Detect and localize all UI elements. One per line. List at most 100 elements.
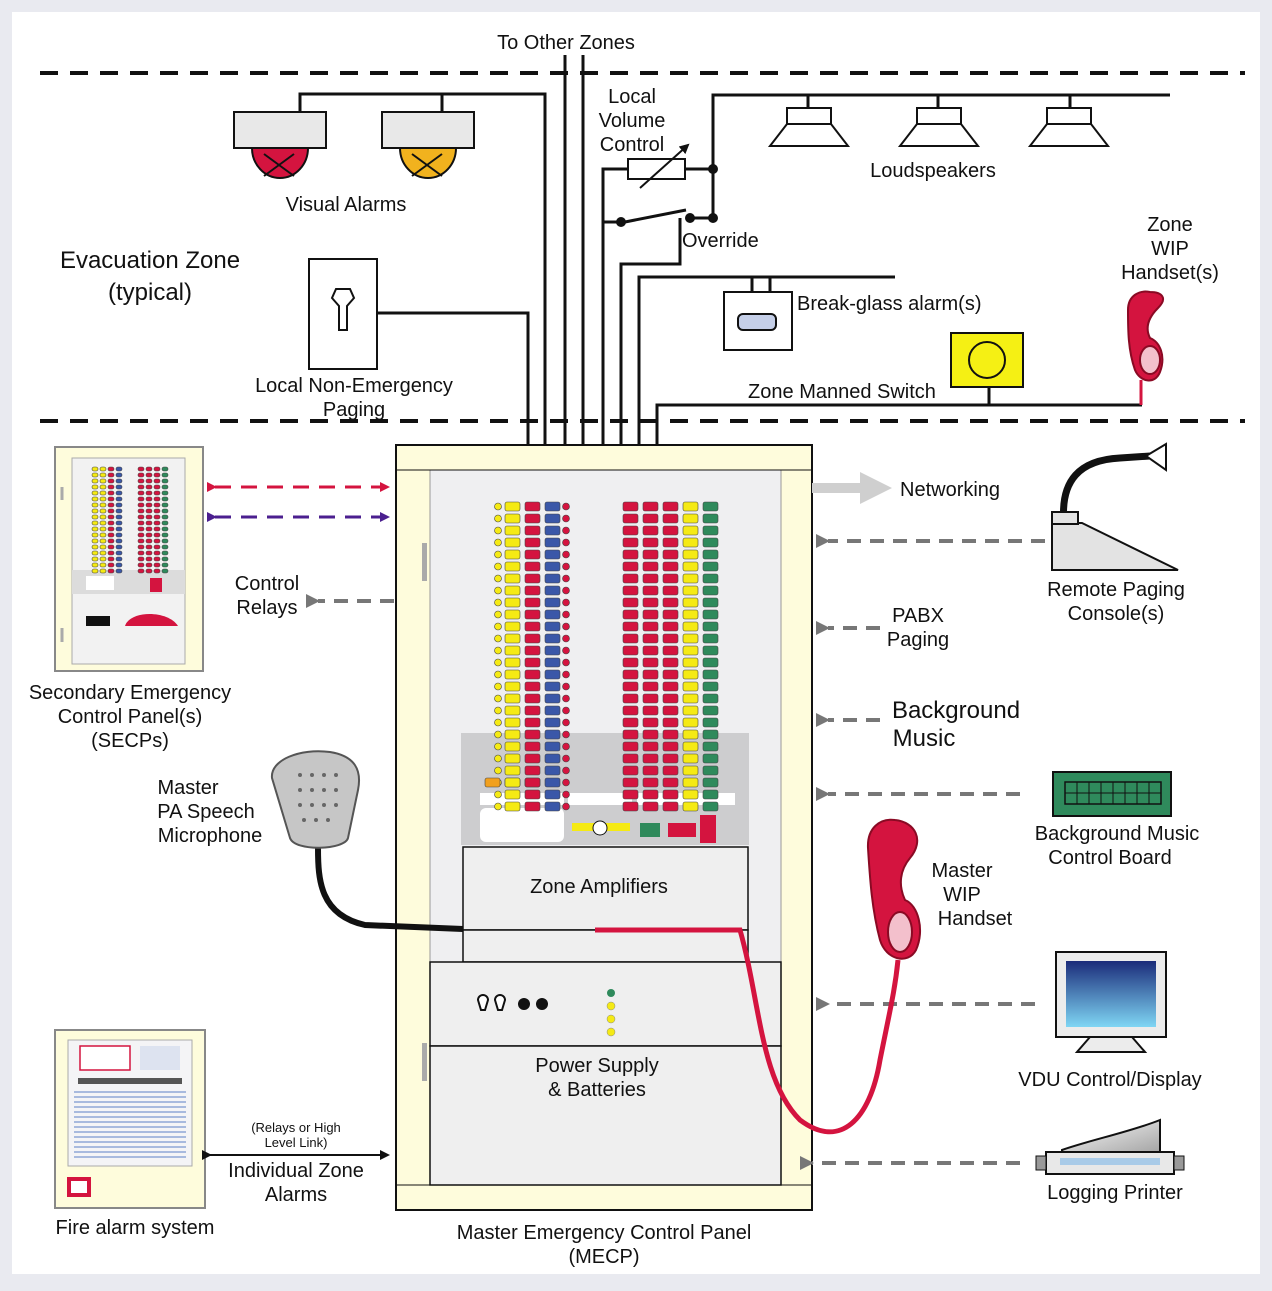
mecp-indicator-led: [524, 753, 541, 764]
mecp-indicator-led: [494, 682, 502, 691]
secp-indicator-led: [107, 568, 115, 574]
secp-indicator-led: [99, 484, 107, 490]
mecp-indicator-led: [702, 729, 719, 740]
mecp-indicator-led: [642, 501, 659, 512]
secp-indicator-led: [115, 514, 123, 520]
mecp-indicator-led: [642, 597, 659, 608]
background-music-label-1: Background: [892, 697, 1020, 724]
riser-cables: [298, 55, 1170, 447]
mecp-indicator-led: [622, 705, 639, 716]
logging-printer-label: Logging Printer: [1047, 1182, 1183, 1204]
mecp-indicator-led: [524, 597, 541, 608]
secp-indicator-led: [91, 496, 99, 502]
secp-indicator-led: [137, 478, 145, 484]
mecp-indicator-led: [524, 681, 541, 692]
mecp-indicator-led: [484, 777, 501, 788]
mecp-indicator-led: [662, 549, 679, 560]
mecp-indicator-led: [524, 525, 541, 536]
secp-indicator-led: [107, 484, 115, 490]
secp-indicator-led: [99, 568, 107, 574]
mecp-indicator-led: [642, 669, 659, 680]
secp-indicator-led: [91, 544, 99, 550]
loudspeaker-icon: [897, 107, 981, 147]
mecp-indicator-led: [494, 598, 502, 607]
handset-icon: [1126, 290, 1165, 405]
mecp-indicator-led: [524, 585, 541, 596]
mecp-indicator-led: [622, 717, 639, 728]
local-volume-label-2: Volume: [599, 110, 666, 132]
mecp-indicator-led: [562, 742, 570, 751]
mecp-indicator-led: [642, 609, 659, 620]
secp-indicator-led: [91, 532, 99, 538]
mecp-indicator-led: [662, 741, 679, 752]
secp-indicator-led: [153, 484, 161, 490]
secp-indicator-led: [115, 490, 123, 496]
secp-indicator-led: [145, 484, 153, 490]
mecp-indicator-led: [562, 562, 570, 571]
master-mic-label-2: PA Speech: [157, 801, 254, 823]
mecp-indicator-led: [682, 777, 699, 788]
secp-indicator-led: [161, 496, 169, 502]
bgm-board-label-2: Control Board: [1048, 847, 1171, 869]
mecp-indicator-led: [682, 525, 699, 536]
mecp-indicator-led: [702, 549, 719, 560]
secp-label-1: Secondary Emergency: [29, 682, 231, 704]
fire-alarm-panel: [54, 1029, 206, 1209]
vdu-label: VDU Control/Display: [1018, 1069, 1201, 1091]
secp-indicator-led: [107, 490, 115, 496]
master-wip-label-1: Master: [931, 860, 992, 882]
mecp-indicator-led: [662, 777, 679, 788]
break-glass-icon: [723, 291, 793, 351]
mecp-indicator-led: [524, 801, 541, 812]
secp-indicator-led: [107, 526, 115, 532]
secp-indicator-led: [91, 538, 99, 544]
mecp-indicator-led: [702, 621, 719, 632]
mecp-indicator-led: [544, 597, 561, 608]
secp-indicator-led: [161, 490, 169, 496]
secp-indicator-led: [161, 562, 169, 568]
mecp-indicator-led: [642, 729, 659, 740]
mecp-indicator-led: [642, 645, 659, 656]
secp-indicator-led: [137, 466, 145, 472]
mecp-indicator-led: [662, 501, 679, 512]
mecp-indicator-led: [682, 561, 699, 572]
mecp-indicator-led: [544, 717, 561, 728]
local-volume-label-3: Control: [600, 134, 664, 156]
mecp-indicator-led: [544, 633, 561, 644]
mecp-indicator-led: [682, 597, 699, 608]
mecp-indicator-led: [622, 681, 639, 692]
secp-indicator-led: [137, 514, 145, 520]
mecp-indicator-led: [494, 634, 502, 643]
mecp-indicator-led: [524, 549, 541, 560]
mecp-indicator-led: [524, 789, 541, 800]
mecp-indicator-led: [662, 705, 679, 716]
printer-icon: [1035, 1118, 1185, 1175]
mecp-indicator-led: [494, 694, 502, 703]
networking-arrow: [812, 472, 892, 504]
mecp-indicator-led: [682, 753, 699, 764]
mecp-indicator-led: [494, 610, 502, 619]
mecp-indicator-led: [544, 645, 561, 656]
networking-label: Networking: [900, 479, 1000, 501]
mecp-indicator-led: [544, 753, 561, 764]
mecp-indicator-led: [544, 741, 561, 752]
mecp-indicator-led: [662, 729, 679, 740]
secp-indicator-led: [99, 514, 107, 520]
secp-indicator-led: [99, 490, 107, 496]
mecp-indicator-led: [702, 717, 719, 728]
mecp-indicator-led: [544, 501, 561, 512]
mecp-indicator-led: [622, 573, 639, 584]
mecp-indicator-led: [662, 789, 679, 800]
visual-alarm-icon: [381, 111, 475, 179]
mecp-indicator-led: [504, 585, 521, 596]
mecp-indicator-led: [642, 621, 659, 632]
secp-indicator-led: [99, 466, 107, 472]
mecp-indicator-led: [682, 729, 699, 740]
secp-indicator-led: [145, 550, 153, 556]
mecp-indicator-led: [702, 573, 719, 584]
mecp-indicator-led: [562, 634, 570, 643]
mecp-indicator-led: [504, 729, 521, 740]
power-supply-label-1: Power Supply: [535, 1055, 658, 1077]
zone-manned-switch-label: Zone Manned Switch: [748, 381, 936, 403]
mecp-indicator-led: [622, 657, 639, 668]
